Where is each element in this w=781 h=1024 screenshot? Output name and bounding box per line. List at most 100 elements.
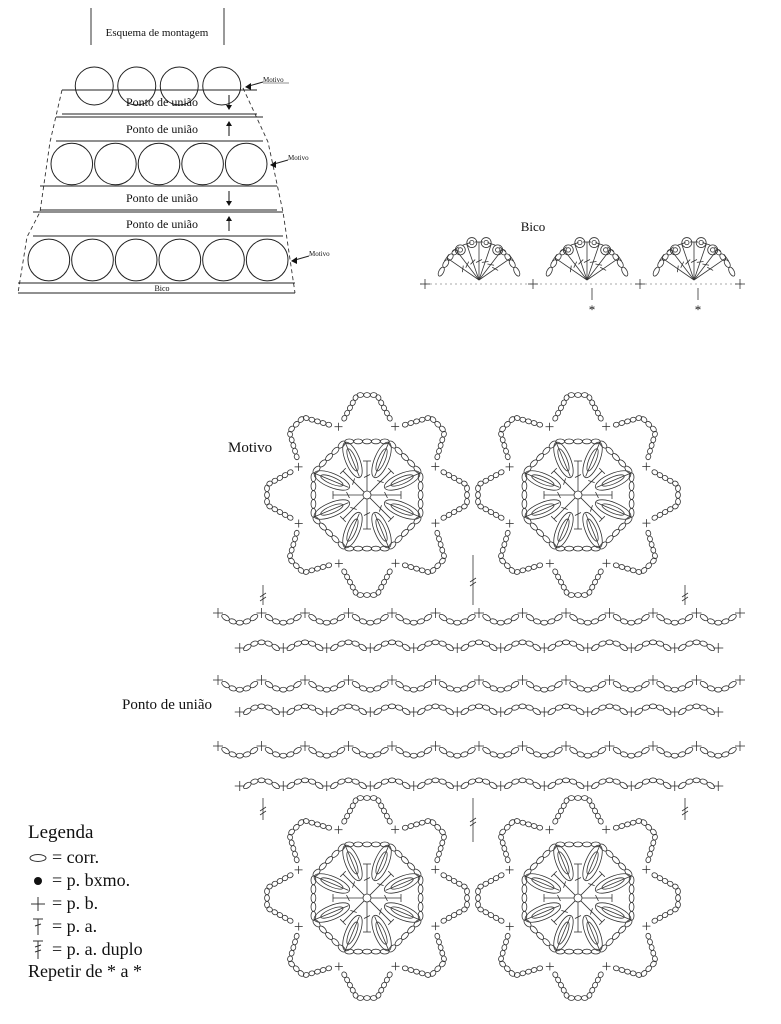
chain-stitch: [293, 529, 300, 537]
single-crochet: [642, 519, 651, 528]
motif-circle: [202, 66, 242, 106]
middle-chain-arc: [310, 472, 317, 518]
leaf-cluster: [320, 906, 344, 919]
leaf-cluster: [524, 470, 562, 491]
chain-stitch: [649, 777, 657, 784]
outer-chain-arc: [288, 819, 305, 836]
chain-stitch: [431, 777, 440, 784]
center-spoke: [580, 870, 606, 896]
single-crochet: [334, 825, 343, 834]
chain-stitch: [446, 618, 455, 625]
chain-stitch: [402, 618, 411, 625]
chain-stitch: [371, 545, 381, 552]
chain-stitch: [362, 948, 372, 955]
chain-stitch: [649, 639, 657, 646]
single-crochet: [391, 559, 400, 568]
stitch-stroke: [563, 881, 567, 888]
chain-stitch: [271, 643, 280, 652]
edging-scallop: [420, 237, 521, 289]
legend-item: = p. a. duplo: [28, 937, 143, 960]
chain-stitch: [424, 704, 433, 711]
stitch-stroke: [387, 515, 395, 523]
outer-chain-arc: [401, 415, 432, 428]
stitch-stroke: [469, 817, 477, 823]
outer-chain-arc: [552, 568, 570, 596]
chain-stitch: [628, 490, 635, 500]
chain-stitch: [598, 640, 607, 647]
chain-stitch: [532, 643, 541, 652]
center-spoke: [550, 467, 576, 493]
stitch-stroke: [596, 876, 630, 891]
mesh-chain-arc: [547, 703, 585, 716]
leaf-cluster: [601, 503, 625, 516]
outer-chain-arc: [356, 392, 378, 398]
chain-stitch: [453, 619, 462, 626]
stitch-stroke: [363, 512, 371, 516]
center-ring: [362, 490, 372, 500]
motif-label: Motivo: [263, 76, 284, 84]
outer-chain-arc: [586, 971, 604, 999]
outer-chain-arc: [434, 529, 447, 560]
chain-stitch: [386, 818, 393, 825]
leaf-cluster: [557, 921, 570, 945]
single-crochet: [602, 422, 611, 431]
chain-stitch: [510, 613, 520, 622]
chain-stitch: [510, 680, 520, 689]
single-crochet: [387, 741, 397, 751]
chain-stitch: [605, 703, 614, 710]
middle-chain-arc: [555, 545, 601, 552]
chain-stitch: [559, 248, 566, 256]
chain-stitch: [608, 248, 615, 256]
mesh-chain-arc: [634, 703, 672, 716]
stitch-stroke: [315, 905, 349, 920]
chain-stitch: [645, 420, 653, 428]
chain-stitch: [573, 841, 583, 848]
legend-item-label: = p. bxmo.: [52, 869, 131, 890]
mesh-chain-arc: [656, 680, 694, 693]
chain-stitch: [453, 752, 462, 759]
chain-stitch: [264, 497, 270, 506]
stitch-stroke: [469, 821, 477, 827]
picot: [562, 244, 574, 256]
outer-chain-arc: [375, 797, 393, 825]
middle-chain-arc: [628, 875, 635, 921]
chain-stitch: [434, 856, 441, 864]
single-crochet: [431, 462, 440, 471]
stitch-stroke: [387, 870, 395, 878]
chain-stitch: [336, 613, 346, 622]
mesh-chain-arc: [634, 777, 672, 790]
mesh-chain-arc: [591, 703, 628, 716]
stitch-stroke: [363, 915, 371, 919]
outer-chain-arc: [567, 995, 589, 1001]
chain-stitch: [554, 680, 563, 689]
chain-stitch: [627, 686, 636, 693]
mesh-chain-arc: [395, 613, 433, 626]
chain-stitch: [662, 707, 672, 716]
stitch-stroke: [259, 810, 267, 816]
outer-chain-arc: [356, 795, 378, 801]
picot: [492, 244, 504, 256]
stitch-stroke: [574, 877, 582, 881]
chain-stitch: [511, 704, 520, 711]
single-crochet: [334, 422, 343, 431]
leaf-cluster: [553, 844, 574, 882]
stitch-stroke: [374, 443, 389, 477]
stitch-stroke: [315, 502, 349, 517]
single-crochet-icon: [28, 892, 48, 914]
picot: [574, 237, 586, 248]
outer-chain-arc: [429, 416, 446, 433]
chain-stitch: [314, 707, 324, 716]
single-crochet: [365, 643, 376, 653]
chain-stitch: [488, 643, 498, 652]
mesh-chain-arc: [351, 613, 389, 626]
chain-stitch: [363, 795, 371, 801]
single-crochet: [408, 707, 419, 717]
stitch-stroke: [569, 265, 572, 273]
outer-chain-arc: [552, 394, 570, 422]
chain-stitch: [685, 640, 694, 647]
chain-stitch: [521, 884, 528, 894]
chain-stitch: [353, 948, 363, 955]
motif-label: Motivo: [309, 250, 330, 258]
motif: [264, 392, 470, 598]
